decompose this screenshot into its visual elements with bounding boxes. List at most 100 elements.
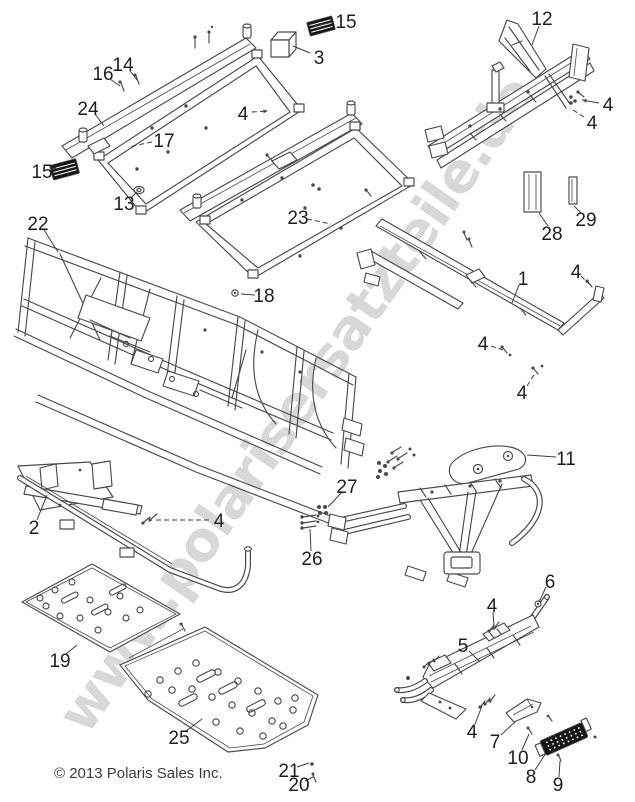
leader-line [526,454,557,458]
fasteners-bottom-middle [310,762,317,783]
callout-21: 21 [278,761,299,782]
part-12-rear-frame-drawing [424,19,595,169]
callout-20: 20 [288,775,309,796]
callout-13: 13 [113,194,134,215]
leader-line [129,70,138,81]
callout-16: 16 [92,64,113,85]
callout-2: 2 [29,518,40,539]
leader-line [500,720,517,736]
part-29-strap-drawing [568,176,578,205]
callout-4: 4 [467,722,478,743]
callout-4: 4 [487,596,498,617]
leader-line [306,218,332,225]
leader-line [309,528,312,552]
leader-line [534,752,547,771]
part-24-frame-drawing [61,23,305,215]
part-19-skid-plate-drawing [21,563,186,659]
callout-27: 27 [336,477,357,498]
callout-29: 29 [575,210,596,231]
part-5-front-bumper-drawing [394,594,550,720]
leader-line [49,167,57,171]
callout-4: 4 [238,104,249,125]
callout-8: 8 [526,767,537,788]
leader-line [43,229,59,253]
callout-4: 4 [571,262,582,283]
leader-line [492,611,495,627]
leader-line [292,45,311,54]
leader-line [130,191,138,199]
leader-line [312,21,335,27]
part-15-grille-top-drawing [306,15,336,37]
part-11-rear-support-drawing [327,445,543,588]
callout-7: 7 [490,732,501,753]
leader-lines [36,21,600,782]
leader-line [304,776,314,782]
leader-line [127,141,153,148]
part-15-grille-left-drawing [49,158,80,181]
callout-4: 4 [214,511,225,532]
leader-line [511,284,520,304]
leader-line [185,718,203,732]
leader-line [558,760,561,778]
part-25-skid-plate-drawing [119,626,319,753]
leader-line [36,494,48,521]
part-23-frame-drawing [179,100,415,279]
part-9-screw-drawing [556,735,597,762]
leader-line [490,345,504,351]
leader-line [94,113,105,127]
callout-19: 19 [49,651,70,672]
leader-line [251,110,269,113]
leader-line [327,491,343,508]
callout-5: 5 [458,636,469,657]
leader-arrowhead [263,109,268,114]
leader-line [569,107,585,118]
callout-15: 15 [31,162,52,183]
part-1-cross-member-drawing [356,218,605,375]
part-28-strap-drawing [523,171,542,213]
callout-10: 10 [507,748,528,769]
callout-3: 3 [314,48,325,69]
callout-24: 24 [77,99,99,120]
callout-28: 28 [541,224,562,245]
leader-line [538,212,549,227]
callout-22: 22 [27,214,48,235]
leader-line [526,372,536,387]
callout-11: 11 [556,449,576,470]
leader-line [296,762,310,768]
callout-26: 26 [301,549,322,570]
leader-arrowhead [582,98,587,103]
part-3-block-drawing [270,31,297,58]
part-22-main-chassis-drawing [13,237,365,525]
callout-4: 4 [603,95,614,116]
callout-25: 25 [168,728,189,749]
part-2-floor-frame-drawing [17,460,252,593]
callout-18: 18 [253,286,274,307]
part-7-bracket-drawing [505,698,553,735]
leader-line [521,733,530,751]
callout-4: 4 [517,383,528,404]
callout-17: 17 [153,131,174,152]
leader-line [474,705,483,725]
hardware-clusters [300,446,416,530]
part-8-vent-grille-drawing [534,717,592,757]
leader-line [580,275,590,285]
fasteners-top [118,25,372,197]
leader-line [538,586,547,603]
copyright-text: © 2013 Polaris Sales Inc. [54,765,223,782]
callout-15: 15 [335,12,356,33]
part-13-ring-drawing [133,185,145,195]
callout-14: 14 [112,55,134,76]
callout-6: 6 [545,572,556,593]
callout-4: 4 [478,334,489,355]
leader-line [573,205,582,214]
leader-line [468,650,481,663]
callout-4: 4 [587,113,598,134]
leader-line [65,644,78,655]
leader-line [531,25,540,46]
callout-12: 12 [531,9,552,30]
callout-1: 1 [518,269,529,290]
leader-line [240,293,256,296]
